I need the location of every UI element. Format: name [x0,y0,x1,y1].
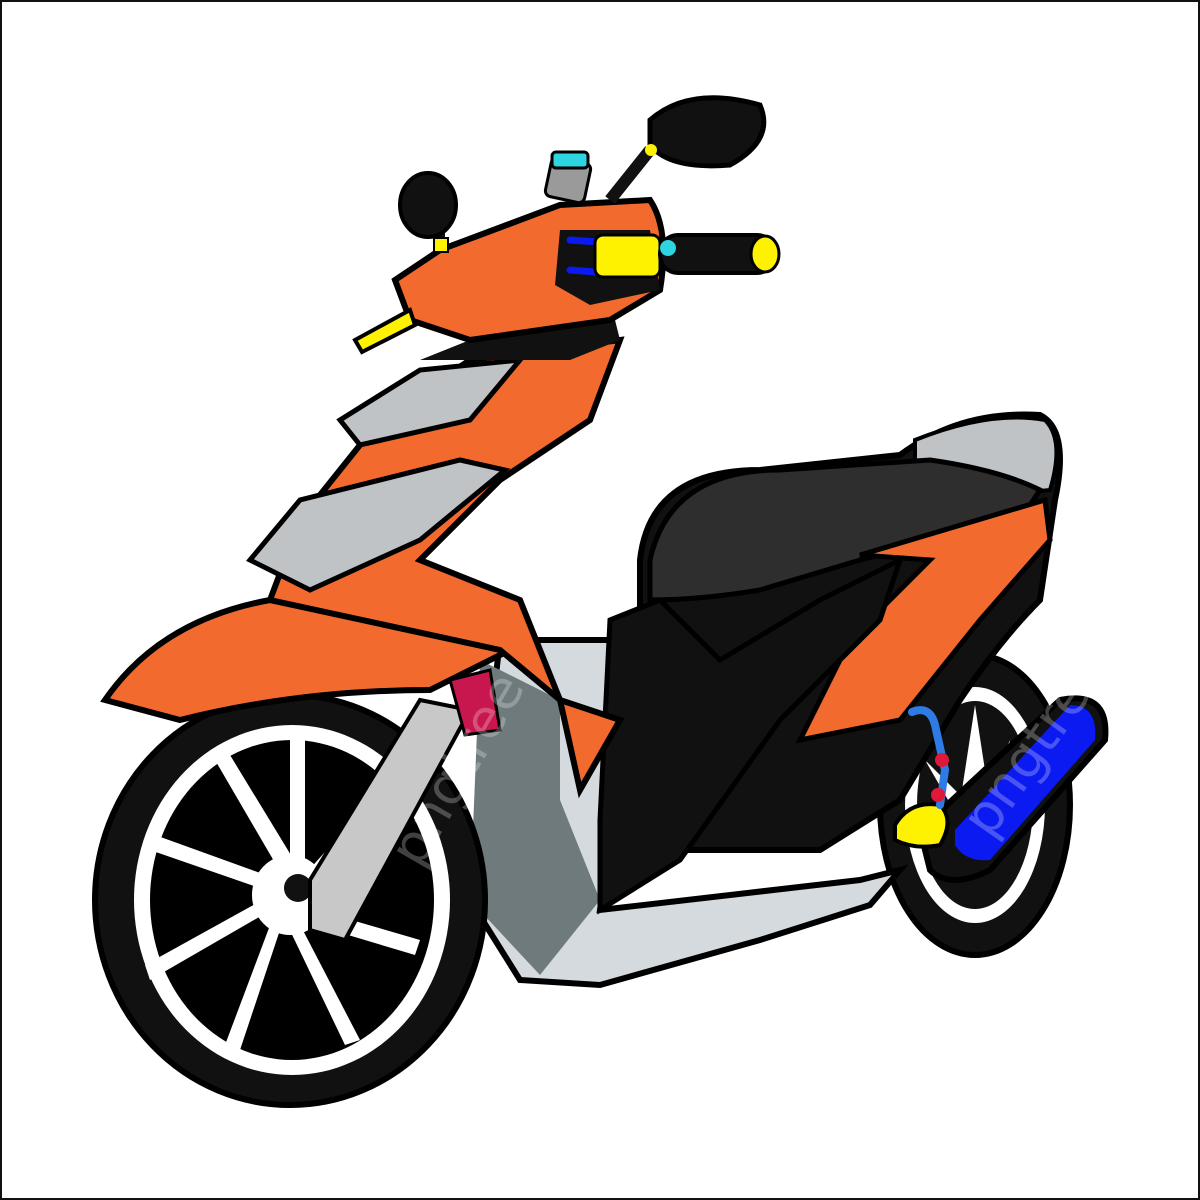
front-body [100,300,625,799]
handlebar [352,150,781,355]
mirrors [398,95,767,253]
front-wheel [92,692,488,1108]
